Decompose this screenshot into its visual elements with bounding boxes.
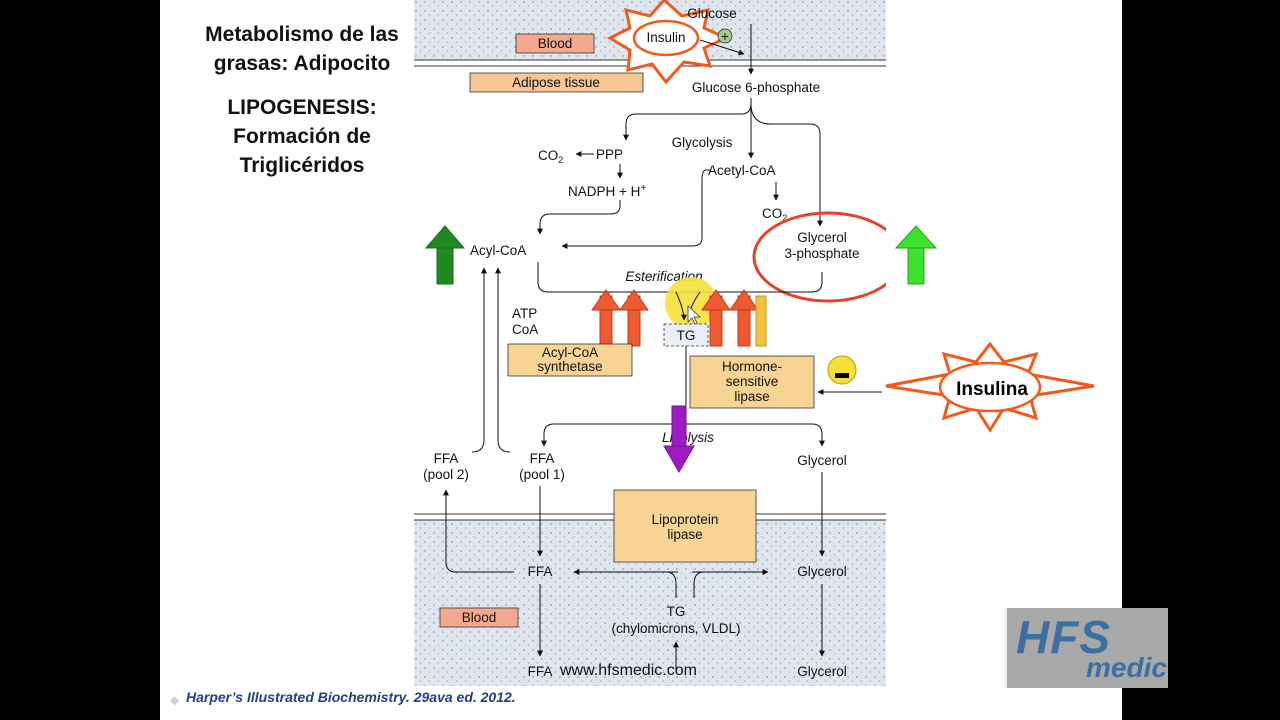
pool2-label: (pool 2): [423, 467, 469, 482]
website-watermark: www.hfsmedic.com: [560, 662, 697, 679]
subtitle-line-2: Formación de: [233, 125, 371, 148]
glycerol-3p-line2: 3-phosphate: [784, 246, 859, 261]
acetyl-coa-label: Acetyl-CoA: [708, 163, 776, 178]
hsl-line3: lipase: [734, 389, 769, 404]
slide-title: Metabolismo de las grasas: Adipocito: [174, 20, 430, 78]
atp-label: ATP: [512, 306, 537, 321]
blood-label-top: [515, 33, 595, 54]
pool1-label: (pool 1): [519, 467, 565, 482]
glucose-label: Glucose: [687, 6, 737, 21]
green-up-arrow-right-icon: [894, 225, 938, 285]
ppp-label: PPP: [596, 147, 623, 162]
coa-label: CoA: [512, 322, 538, 337]
blood-label-top-text: Blood: [538, 36, 573, 51]
red-up-arrows-right: [701, 289, 767, 347]
glycerol-3p-line1: Glycerol: [797, 230, 847, 245]
glycerol-bottom-label: Glycerol: [797, 664, 847, 679]
acyl-coa-synthetase-box: [507, 343, 633, 377]
ffa-pool2-label: FFA: [434, 451, 459, 466]
hsl-line2: sensitive: [726, 374, 779, 389]
hfs-medic-logo: HFS medic: [1004, 608, 1168, 688]
red-up-arrows-left: [591, 289, 649, 347]
lpl-line1: Lipoprotein: [652, 512, 719, 527]
adipocyte-metabolism-diagram: Blood Adipose tissue Insulin + Glucose G…: [414, 0, 886, 686]
glycerol-3p-highlight-circle: [752, 211, 886, 303]
purple-down-arrow: [663, 405, 695, 474]
slide-subtitle: LIPOGENESIS: Formación de Triglicéridos: [174, 93, 430, 180]
green-up-arrow-left-icon: [424, 225, 466, 285]
subtitle-line-3: Triglicéridos: [239, 154, 365, 177]
co2-right-label: CO2: [762, 206, 787, 223]
glycerol-blood-label: Glycerol: [797, 564, 847, 579]
insulin-top-label: Insulin: [646, 30, 685, 45]
citation-bullet-icon: ◆: [170, 693, 180, 707]
adipose-tissue-text: Adipose tissue: [512, 75, 600, 90]
slide: Metabolismo de las grasas: Adipocito LIP…: [160, 0, 1122, 720]
subtitle-line-1: LIPOGENESIS:: [227, 96, 377, 119]
nadph-label: NADPH + H+: [568, 183, 646, 199]
blood-label-bottom: [439, 607, 519, 628]
logo-main: HFS: [1016, 611, 1111, 663]
glycerol-inner-label: Glycerol: [797, 453, 847, 468]
co2-left-label: CO2: [538, 148, 563, 165]
chylomicrons-label: (chylomicrons, VLDL): [611, 621, 740, 636]
cursor-highlight: [665, 277, 717, 329]
ffa-pool1-label: FFA: [530, 451, 555, 466]
logo-sub: medic: [1086, 652, 1167, 683]
tg-center-label: TG: [677, 328, 696, 343]
insulina-label: Insulina: [956, 379, 1028, 400]
plus-sign-text: +: [721, 29, 729, 44]
hormone-sensitive-lipase-box: [689, 355, 815, 409]
citation: Harper’s Illustrated Biochemistry. 29ava…: [186, 689, 516, 705]
insulin-sun-icon: [606, 0, 730, 85]
glycolysis-label: Glycolysis: [672, 135, 733, 150]
lpl-line2: lipase: [667, 527, 702, 542]
lipoprotein-lipase-box: [613, 489, 757, 563]
minus-sign-icon: [827, 355, 857, 385]
acyl-coa-synthetase-line1: Acyl-CoA: [542, 345, 598, 360]
acyl-coa-label: Acyl-CoA: [470, 243, 526, 258]
tg-bottom-label: TG: [667, 604, 686, 619]
title-line-1: Metabolismo de las: [205, 23, 399, 46]
lipolysis-label: Lipolysis: [662, 430, 714, 445]
blood-label-bottom-text: Blood: [462, 610, 497, 625]
acyl-coa-synthetase-line2: synthetase: [537, 359, 602, 374]
ffa-bottom-label: FFA: [528, 664, 553, 679]
plus-sign-icon: [717, 28, 733, 44]
glucose-6-phosphate-label: Glucose 6-phosphate: [692, 80, 820, 95]
ffa-blood-label: FFA: [528, 564, 553, 579]
hsl-line1: Hormone-: [722, 359, 782, 374]
insulina-sun-icon: Insulina: [885, 341, 1095, 433]
title-line-2: grasas: Adipocito: [213, 52, 391, 75]
adipose-tissue-label: [469, 72, 644, 93]
